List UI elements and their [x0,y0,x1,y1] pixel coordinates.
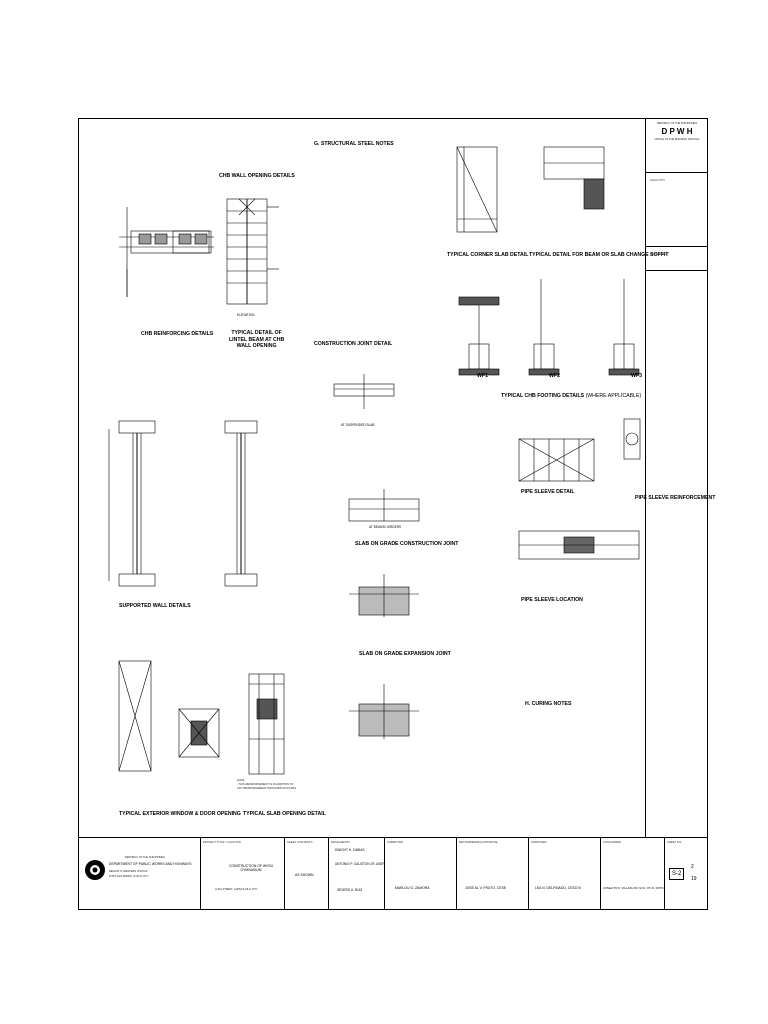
chb-footing-title-text: TYPICAL CHB FOOTING DETAILS [501,393,585,399]
chb-footing-note: (WHERE APPLICABLE) [585,393,642,399]
slab-construction-joint-drawing [349,574,419,617]
dpwh-seal-icon [85,860,105,880]
slab-expansion-joint-drawing [349,684,419,739]
beams-girders-label: AT BEAMS/ GIRDERS [369,525,402,529]
lintel-beam-line-1: TYPICAL DETAIL OF [231,330,282,336]
project-label: PROJECT TITLE / LOCATION [203,840,241,844]
project-cell: PROJECT TITLE / LOCATION CONSTRUCTION OF… [201,838,285,910]
lintel-beam-line-3: WALL OPENING [236,343,277,349]
sheet-contents-label: SHEET CONTENTS [287,840,313,844]
chb-reinforcing-title: CHB REINFORCING DETAILS [141,331,214,337]
project-title: CONSTRUCTION OF WVSU GYMNASIUM [228,864,274,872]
sheet-contents-cell: SHEET CONTENTS AS SHOWN [285,838,329,910]
agency-block: REPUBLIC OF THE PHILIPPINES D P W H OFFI… [646,119,708,173]
scale-value: AS SHOWN [295,873,314,877]
concurred-name: JOSELITO F. VILLAFLOR, M.D., Ph.D, FPPS [603,886,664,890]
drawing-area: CHB WALL OPENING DETAILS CHB REINFORCING… [79,119,715,837]
curing-notes-title: H. CURING NOTES [525,701,572,707]
title-block: REPUBLIC OF THE PHILIPPINES DEPARTMENT O… [79,837,707,910]
sheet-no-label: SHEET NO. [667,840,683,844]
lintel-beam-line-2: LINTEL BEAM AT CHB [229,336,285,343]
lintel-beam-title: TYPICAL DETAIL OF LINTEL BEAM AT CHB WAL… [229,330,284,350]
suspended-slab-label: AT SUSPENDED SLAB [341,423,375,427]
right-info-column: REPUBLIC OF THE PHILIPPINES D P W H OFFI… [645,119,708,837]
approved-label: APPROVED [531,840,547,844]
right-location: ILOILO CITY [650,179,665,182]
beams-girders-drawing [348,489,420,522]
sheet-total: 19 [691,876,697,882]
exterior-window-door-title: TYPICAL EXTERIOR WINDOW & DOOR OPENING [119,811,241,817]
elevation-label: ELEVATION [237,313,255,317]
pipe-sleeve-reinforcement-title: PIPE SLEEVE REINFORCEMENT [635,495,716,501]
supported-wall-title: SUPPORTED WALL DETAILS [119,603,191,609]
designer-3: SEVERO A. RUIZ [337,888,363,892]
approved-name: LEA N. DELFINADO, CESO III [535,886,582,890]
note-line-2: ANY REINFORCEMENT INDICATED ON PLANS [237,787,296,790]
soffit-title: TYPICAL DETAIL FOR BEAM OR SLAB CHANGE S… [529,252,669,258]
structural-steel-notes-title: G. STRUCTURAL STEEL NOTES [314,141,394,147]
recommending-name: JOSE AL V. FRUTO, CESE [465,886,507,890]
wf3-label: WF3 [631,373,642,379]
project-location: LUNA STREET, LAPAZ ILOILO CITY [215,888,258,891]
drawing-sheet: CHB WALL OPENING DETAILS CHB REINFORCING… [78,118,715,910]
chb-wall-opening-title: CHB WALL OPENING DETAILS [219,173,295,179]
sheet-code: S-2 [669,868,685,880]
wf1-label: WF1 [477,373,488,379]
wf2-label: WF2 [549,373,560,379]
window-door-drawing [118,660,220,772]
right-office: OFFICE OF THE BUILDING OFFICIAL [654,138,700,141]
tb-republic: REPUBLIC OF THE PHILIPPINES [125,856,165,859]
detail-linework [108,146,641,775]
slab-expansion-joint-title: SLAB ON GRADE EXPANSION JOINT [359,651,451,657]
pipe-sleeve-location-title: PIPE SLEEVE LOCATION [521,597,583,603]
designer-2: ANTONIO P. CALISTON JR. ASEP [335,862,385,866]
suspended-slab-drawing [333,374,395,409]
submitted-label: SUBMITTED [387,840,404,844]
slab-opening-title: TYPICAL SLAB OPENING DETAIL [243,811,326,817]
org-cell: REPUBLIC OF THE PHILIPPINES DEPARTMENT O… [79,838,201,910]
concurred-label: CONCURRED [603,840,622,844]
submitted-cell: SUBMITTED MARLOU G. ZAMORA [385,838,457,910]
reinforcement-note: NOTE: - THIS REINFORCEMENT IS IN ADDITIO… [237,779,296,791]
sheet-number: 2 [691,864,694,870]
slab-construction-joint-title: SLAB ON GRADE CONSTRUCTION JOINT [355,541,459,547]
designed-cell: DESIGNED BY DWIGHT H. CABIAS ANTONIO P. … [329,838,385,910]
recommending-cell: RECOMMENDING APPROVAL JOSE AL V. FRUTO, … [457,838,529,910]
tb-address: FORT SAN PEDRO, ILOILO CITY [109,875,149,878]
note-line-1: - THIS REINFORCEMENT IS IN ADDITION TO [237,783,294,786]
pipe-sleeve-detail-title: PIPE SLEEVE DETAIL [521,489,575,495]
sheet-no-cell: SHEET NO. S-2 2 19 [665,838,707,910]
supported-wall-drawing [108,420,258,587]
designed-label: DESIGNED BY [331,840,351,844]
slab-opening-drawing [248,673,285,775]
right-agency: D P W H [661,127,693,136]
corner-slab-drawing [456,146,498,233]
submitted-name: MARLOU G. ZAMORA [395,886,430,890]
concurred-cell: CONCURRED JOSELITO F. VILLAFLOR, M.D., P… [601,838,665,910]
chb-reinforcing-drawing [119,207,214,297]
right-discipline: STRUCTURAL [650,253,668,256]
designer-1: DWIGHT H. CABIAS [335,848,365,852]
right-republic: REPUBLIC OF THE PHILIPPINES [657,122,697,125]
tb-region: REGION VI WESTERN VISAYAS [109,870,148,873]
soffit-drawing [543,146,605,210]
pipe-sleeve-reinforcement-drawing [623,418,641,460]
location-block: ILOILO CITY [646,173,708,247]
lintel-beam-drawing [226,198,279,305]
pipe-sleeve-location-drawing [518,530,640,560]
pipe-sleeve-drawing [518,438,595,482]
construction-joint-title: CONSTRUCTION JOINT DETAIL [314,341,393,347]
tb-org-name: DEPARTMENT OF PUBLIC WORKS AND HIGHWAYS [109,862,192,866]
corner-slab-title: TYPICAL CORNER SLAB DETAIL [447,252,529,258]
recommending-label: RECOMMENDING APPROVAL [459,840,499,844]
approved-cell: APPROVED LEA N. DELFINADO, CESO III [529,838,601,910]
wall-footings-drawing [458,279,640,376]
chb-footing-title: TYPICAL CHB FOOTING DETAILS (WHERE APPLI… [501,393,641,399]
discipline-block: STRUCTURAL [646,247,708,271]
note-heading: NOTE: [237,779,246,782]
